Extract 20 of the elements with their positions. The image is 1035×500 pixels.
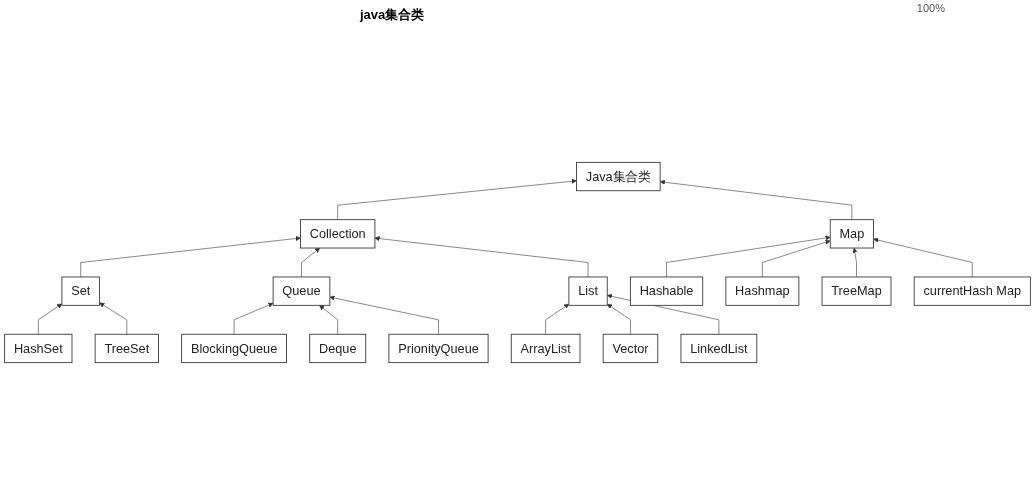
node-box: PrionityQueue xyxy=(388,333,489,364)
node-box: Map xyxy=(829,219,874,249)
node-box: BlockingQueue xyxy=(181,333,287,364)
node-box: Set xyxy=(61,276,100,306)
node-box: List xyxy=(568,276,608,306)
node-box: Java集合类 xyxy=(576,161,661,192)
node-box: HashSet xyxy=(4,333,73,364)
node-box: TreeMap xyxy=(821,276,892,306)
zoom-level-text: 100% xyxy=(916,2,945,14)
node-box: Deque xyxy=(309,333,367,364)
node-box: Vector xyxy=(602,333,659,364)
node-box: Hashable xyxy=(629,276,704,306)
node-box: Hashmap xyxy=(725,276,800,306)
node-box: Collection xyxy=(300,219,376,249)
node-box: ArrayList xyxy=(510,333,581,364)
node-box: LinkedList xyxy=(680,333,758,364)
diagram-title: java集合类 xyxy=(360,6,425,24)
node-box: TreeSet xyxy=(94,333,159,364)
node-box: Queue xyxy=(272,276,331,306)
node-box: currentHash Map xyxy=(913,276,1031,306)
